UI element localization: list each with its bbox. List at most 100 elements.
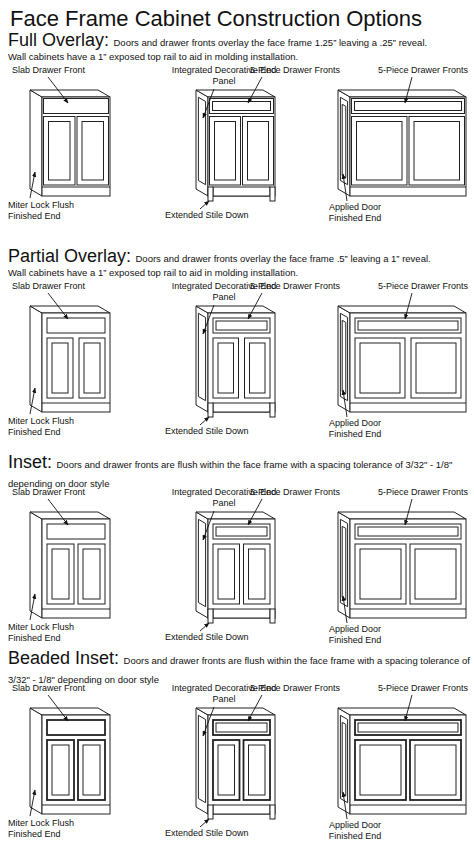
leader-line [343,390,347,417]
door-panel [52,549,69,599]
door-panel [84,343,100,393]
drawer-front [47,524,105,539]
end-panel [198,313,205,400]
leader-line [200,201,209,209]
callout-label: 5-Piece Drawer Fronts [250,683,340,694]
drawer-front [47,318,105,333]
leader-line [343,174,347,201]
callout-label: Slab Drawer Front [12,281,85,292]
callout-label: Miter Lock Flush Finished End [8,200,98,222]
cabinet-top [338,306,466,313]
toe-kick [42,403,110,404]
callout-label: Extended Stile Down [165,828,249,839]
cabinet-door [79,338,105,398]
door-panel [360,745,401,795]
door-panel [83,549,100,599]
door-panel [82,122,104,181]
leader-line [200,819,209,827]
cabinet-door [410,544,461,604]
door-panel [250,343,266,393]
door-panel [414,122,460,181]
cabinet-side [196,512,208,618]
drawer-panel [216,527,267,536]
cabinet-side [30,306,42,412]
callout-label: Applied Door Finished End [313,820,397,842]
section-heading: Inset: Doors and drawer fronts are flush… [8,452,472,491]
diagram-title: Face Frame Cabinet Construction Options [10,6,422,32]
cabinet-door [78,740,105,800]
leader-line [200,417,209,425]
cabinet-door [44,117,76,186]
face-frame [208,97,275,196]
drawer-panel [213,102,271,111]
extended-stile [270,187,275,201]
extended-stile [208,805,213,819]
leader-line [30,790,35,816]
leader-line [48,293,68,319]
face-frame [208,313,275,412]
face-frame [42,519,110,618]
section-description: Wall cabinets have a 1” exposed top rail… [8,268,472,279]
face-frame [350,313,466,412]
section-title: Beaded Inset: [8,648,119,668]
callout-label: 5-Piece Drawer Fronts [250,281,340,292]
leader-line [248,77,262,103]
door-panel [249,549,266,599]
cabinet-top [30,90,110,97]
end-panel [340,313,347,400]
section-title: Partial Overlay: [8,246,131,266]
door-panel [218,549,235,599]
callout-label: Extended Stile Down [165,426,249,437]
cabinet-door [355,338,405,398]
cabinet-door [355,740,406,800]
leader-line [248,499,262,525]
callout-label: 5-Piece Drawer Fronts [250,487,340,498]
callout-label: Miter Lock Flush Finished End [8,416,98,438]
cabinet-door [213,740,240,800]
cabinet-door [47,338,73,398]
drawer-panel [355,102,462,111]
extended-stile [208,609,213,623]
toe-kick [42,805,110,806]
face-frame [208,519,275,618]
cabinet-top [338,90,466,97]
drawer-front [47,720,105,735]
section-description: Wall cabinets have a 1” exposed top rail… [8,52,472,63]
leader-line [48,499,68,525]
callout-label: 5-Piece Drawer Fronts [378,487,468,498]
callout-label: Miter Lock Flush Finished End [8,622,98,644]
drawer-front [44,99,109,114]
drawer-front [355,720,461,735]
section-title: Inset: [8,452,52,472]
toe-kick [350,609,466,610]
door-panel [52,745,69,795]
drawer-front [355,318,461,333]
end-panel [340,97,347,184]
extended-stile [208,403,213,417]
callout-label: Applied Door Finished End [313,418,397,440]
extended-stile [270,609,275,623]
extended-stile [270,403,275,417]
face-frame [42,715,110,814]
callout-label: 5-Piece Drawer Fronts [378,65,468,76]
cabinet-door [47,740,74,800]
toe-kick [42,609,110,610]
door-panel [218,343,234,393]
cabinet-side [30,90,42,196]
cabinet-side [196,90,208,196]
callout-label: Slab Drawer Front [12,487,85,498]
leader-line [203,89,214,118]
section-heading: Partial Overlay: Doors and drawer fronts… [8,246,472,279]
toe-kick [213,403,270,412]
applied-door-panel [342,104,346,177]
leader-line [405,293,412,319]
drawer-panel [358,527,458,536]
leader-line [203,305,214,334]
toe-kick [42,187,110,188]
cabinet-top [30,708,110,715]
cabinet-door [410,740,461,800]
section-description: Doors and drawer fronts overlay the face… [136,253,431,264]
cabinet-door [243,117,274,186]
end-panel [198,97,205,184]
drawer-front [210,99,274,114]
